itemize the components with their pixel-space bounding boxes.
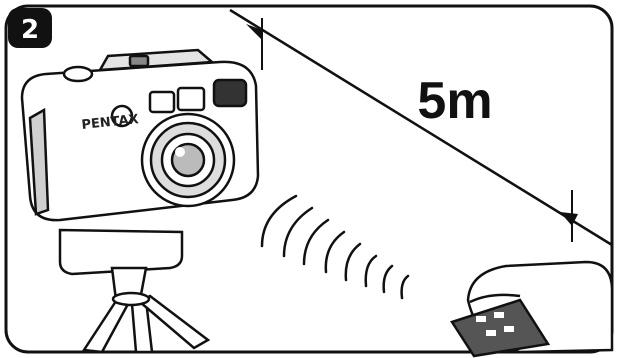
camera-icon (22, 50, 258, 220)
step-number: 2 (21, 15, 39, 45)
step-badge: 2 (8, 8, 52, 48)
distance-label: 5m (417, 72, 492, 130)
